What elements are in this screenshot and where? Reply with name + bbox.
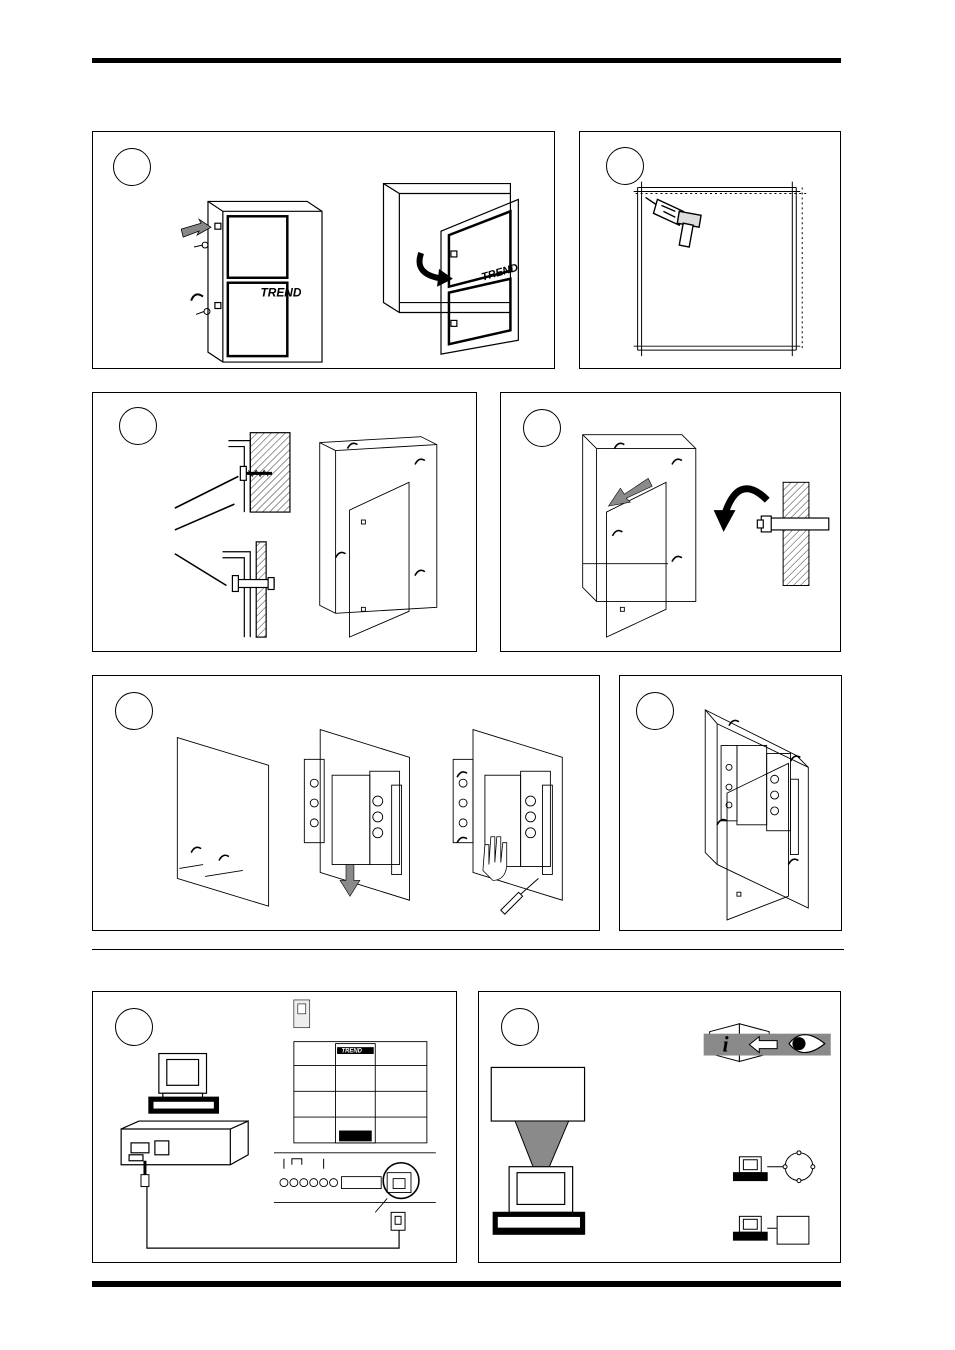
step-5-panel	[92, 675, 600, 931]
drilling-template-illustration	[580, 132, 840, 368]
software-setup-illustration: i	[479, 992, 840, 1262]
step-6-panel	[619, 675, 842, 931]
top-rule	[92, 58, 841, 63]
fixing-details-illustration	[93, 393, 476, 651]
step-4-panel	[500, 392, 841, 652]
trend-logo-3: TREND	[342, 1049, 363, 1055]
enclosure-fixed-to-wall	[320, 437, 437, 637]
bottom-rule	[92, 1281, 841, 1287]
desktop-unit	[121, 1121, 248, 1165]
terminal-strip	[274, 1153, 436, 1213]
step-2-panel	[579, 131, 841, 369]
hand-icon	[483, 837, 507, 881]
info-glyph: i	[723, 1033, 729, 1057]
step-7-panel: TREND	[92, 991, 457, 1263]
assembled-enclosure-illustration	[620, 676, 841, 930]
bolt-detail	[222, 542, 274, 637]
drill-icon	[646, 197, 702, 247]
screwdriver-icon	[501, 878, 539, 914]
trend-logo-1: TREND	[261, 286, 302, 300]
computer-icon	[493, 1167, 584, 1235]
enclosure-closed-and-open-illustration: TREND TREND	[93, 132, 554, 368]
rj11-connector-icon	[391, 1212, 405, 1230]
step-1-panel: TREND TREND	[92, 131, 555, 369]
standalone-workstation-icon	[733, 1216, 808, 1244]
screw-detail	[228, 433, 290, 512]
step-8-panel: i	[478, 991, 841, 1263]
controller-unit	[294, 1042, 427, 1143]
terminal-labels	[284, 1159, 324, 1169]
software-box	[491, 1067, 584, 1121]
closed-enclosure	[208, 201, 322, 362]
pc-to-controller-connection-illustration: TREND	[93, 992, 456, 1262]
network-workstation-icon	[733, 1151, 814, 1183]
computer-icon	[149, 1054, 218, 1114]
chassis-mounting-illustration	[93, 676, 599, 930]
down-arrow-icon	[340, 865, 360, 897]
enclosure-tightening-illustration	[501, 393, 840, 651]
step-3-panel	[92, 392, 477, 652]
service-connector-icon	[294, 1000, 310, 1028]
section-divider	[92, 949, 844, 950]
push-arrow-icon	[181, 219, 211, 237]
